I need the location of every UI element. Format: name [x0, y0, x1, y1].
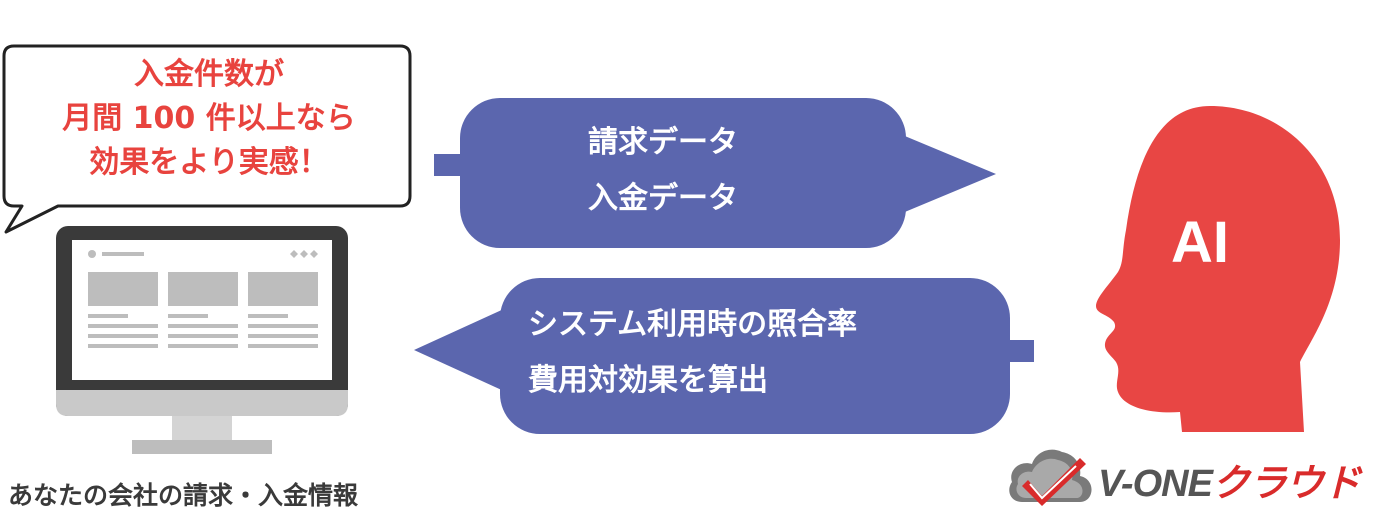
desktop-monitor-icon — [56, 226, 348, 454]
bubble-line-2: 月間 100 件以上なら — [62, 101, 356, 136]
cloud-check-logo-icon — [1009, 449, 1092, 506]
speech-bubble-text: 入金件数が 月間 100 件以上なら 効果をより実感！ — [10, 53, 408, 185]
bubble-line-3: 効果をより実感！ — [89, 145, 329, 180]
upper-flow-line-1: 請求データ — [588, 125, 738, 160]
upper-flow-arrow — [434, 98, 996, 248]
brand-kana: クラウド — [1211, 463, 1361, 505]
brand-latin: V-ONE — [1098, 463, 1213, 505]
ai-label: AI — [1171, 210, 1229, 275]
upper-flow-label: 請求データ 入金データ — [588, 115, 738, 227]
lower-flow-line-1: システム利用時の照合率 — [528, 307, 858, 342]
human-head-profile-icon — [1096, 106, 1340, 432]
lower-flow-line-2: 費用対効果を算出 — [528, 363, 768, 398]
brand-logo-text: V-ONEクラウド — [1098, 452, 1361, 507]
speech-bubble — [2, 44, 412, 234]
upper-flow-line-2: 入金データ — [588, 181, 738, 216]
lower-flow-label: システム利用時の照合率 費用対効果を算出 — [528, 297, 857, 409]
lower-flow-arrow — [414, 278, 1034, 434]
computer-caption: あなたの会社の請求・入金情報 — [8, 481, 359, 510]
bubble-line-1: 入金件数が — [134, 57, 284, 92]
